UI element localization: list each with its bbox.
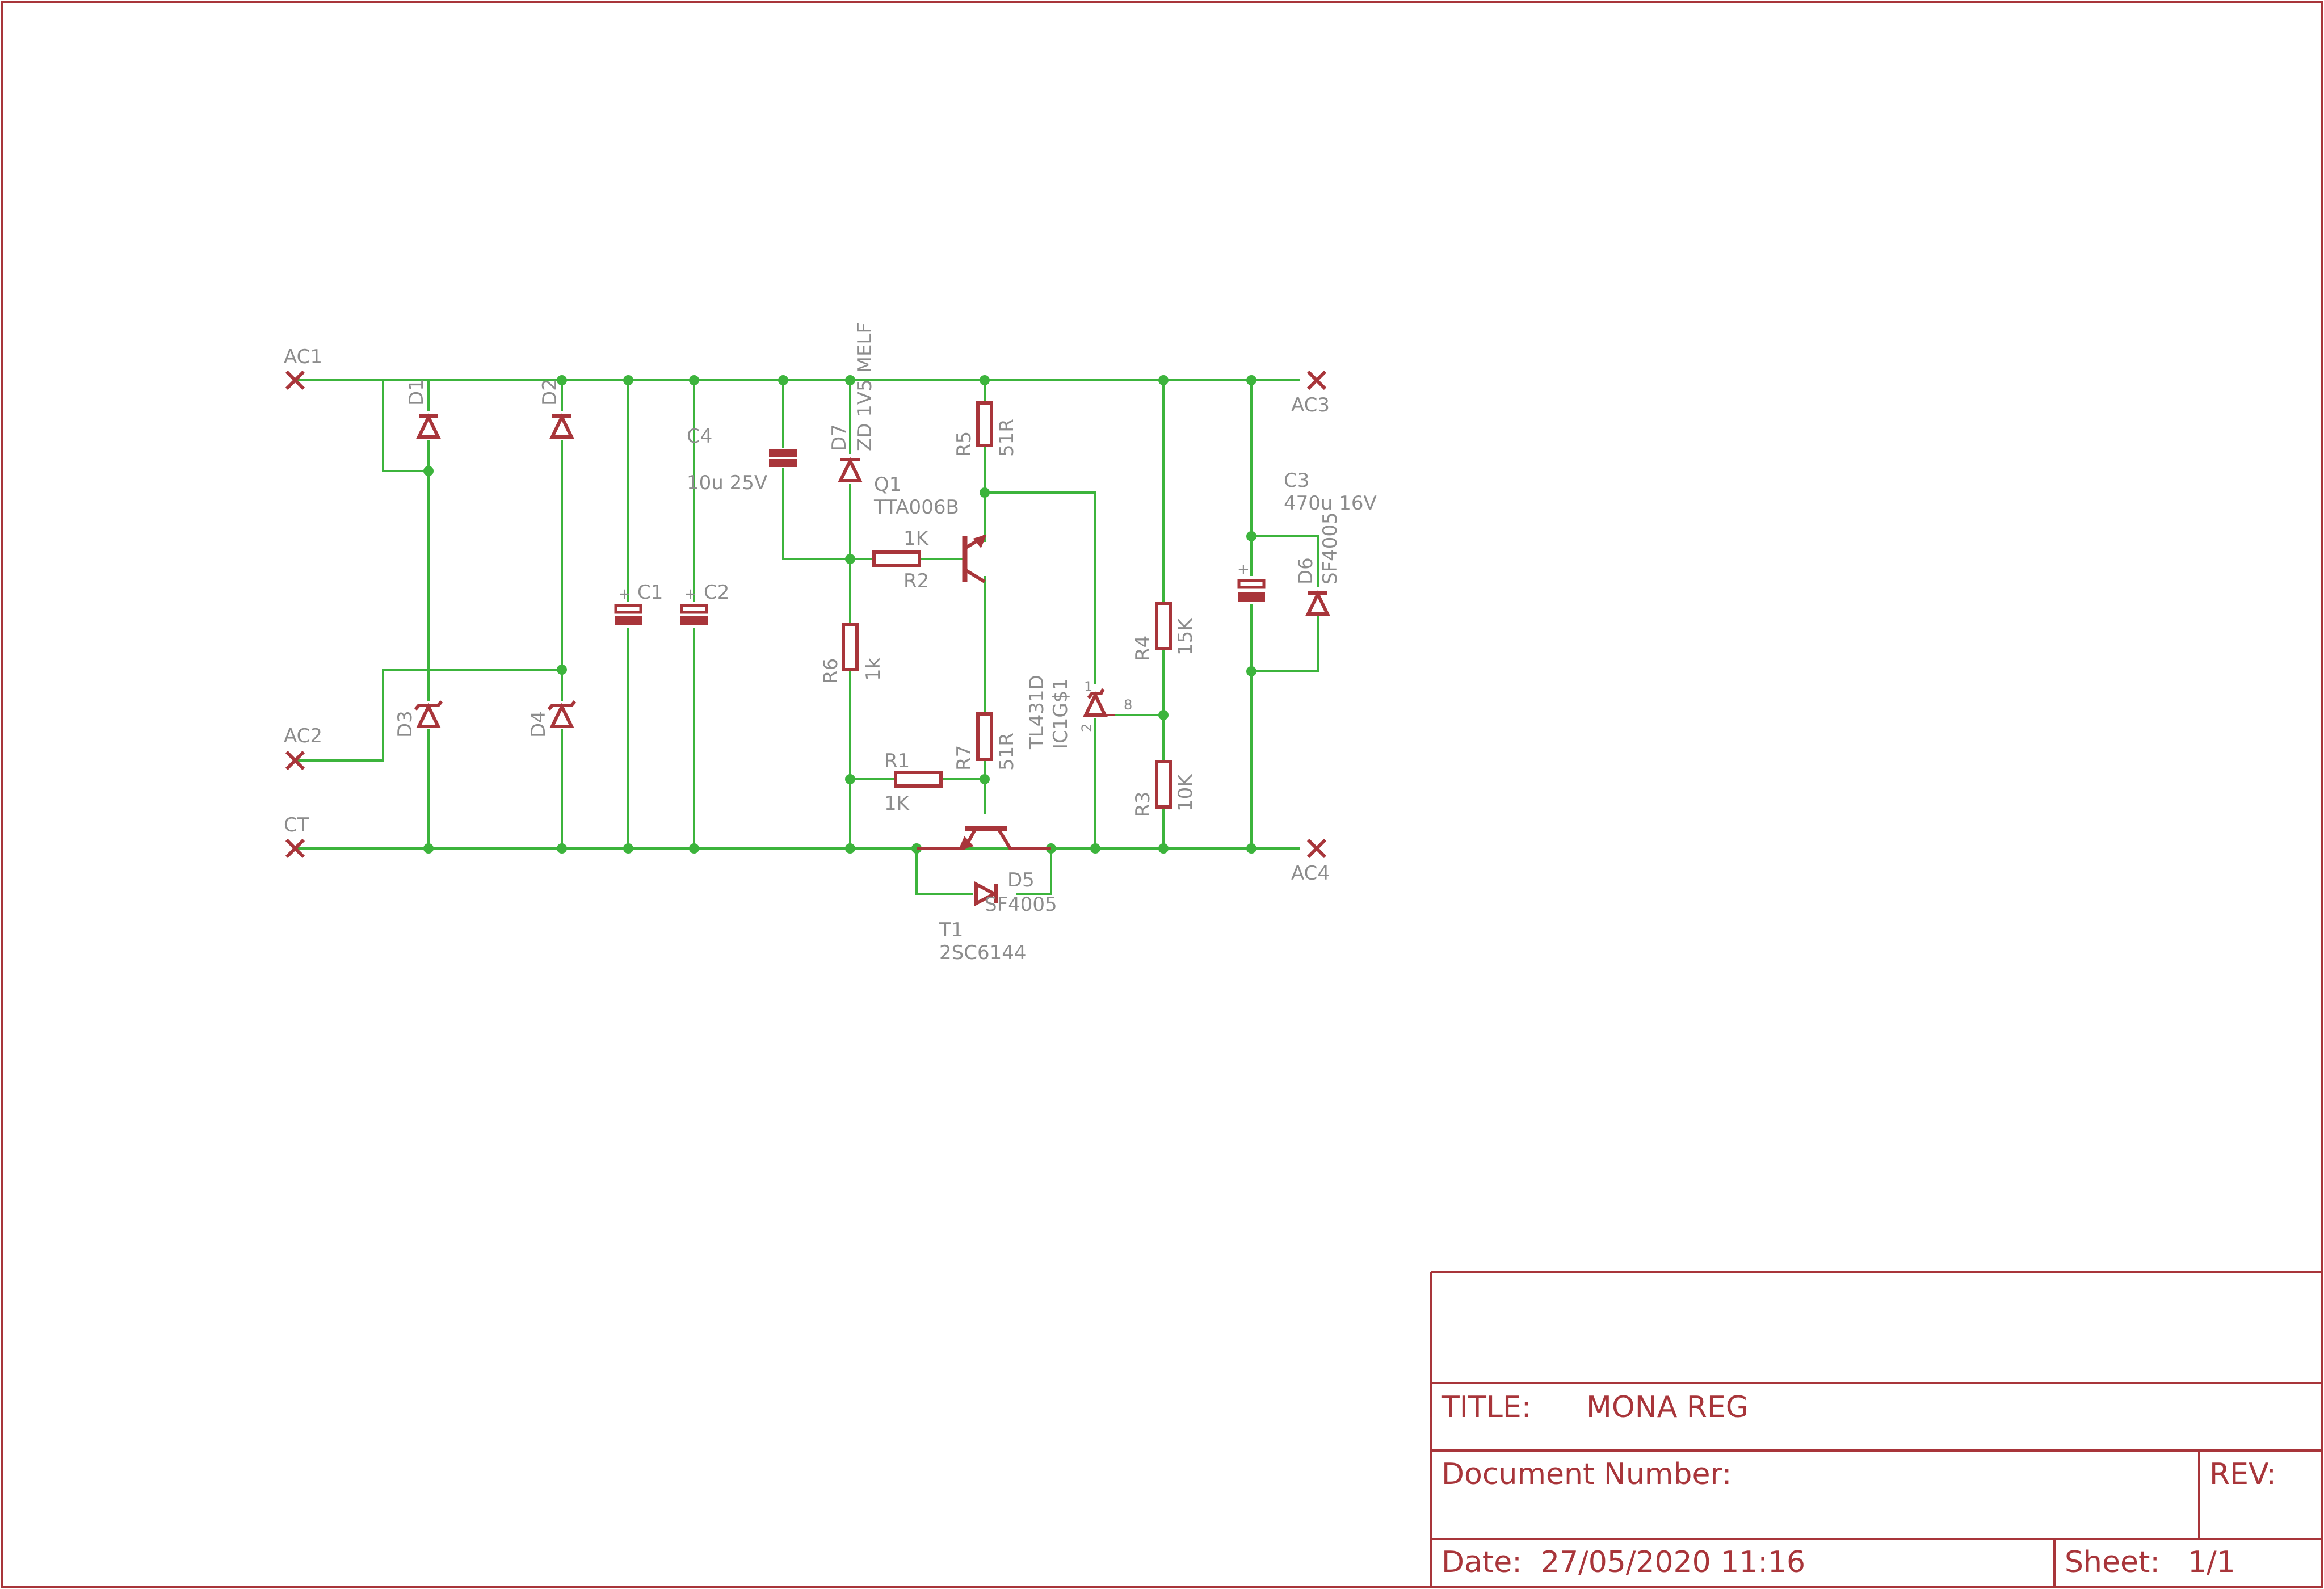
date-value: 27/05/2020 11:16 <box>1541 1545 1805 1579</box>
resistor-r1 <box>894 771 943 788</box>
zener-d7 <box>838 454 863 484</box>
port-ac2-marker <box>285 750 305 771</box>
title-value: MONA REG <box>1586 1390 1749 1424</box>
capacitor-c1 <box>613 602 644 628</box>
document-number-label: Document Number: <box>1442 1457 1732 1491</box>
capacitor-c3 <box>1236 576 1267 604</box>
transistor-q1 <box>962 534 987 583</box>
r1-value: 1K <box>884 792 910 815</box>
t1-label: T1 <box>939 919 963 941</box>
port-ac1-label: AC1 <box>284 346 322 368</box>
d7-label: D7 <box>828 424 851 451</box>
c4-value: 10u 25V <box>687 472 767 494</box>
ic1-pin8: 8 <box>1124 697 1132 713</box>
r2-value: 1K <box>903 527 930 550</box>
d5-value: SF4005 <box>985 893 1057 916</box>
c3-label: C3 <box>1284 469 1309 492</box>
port-ac3-label: AC3 <box>1291 394 1330 417</box>
r4-value: 15K <box>1174 617 1197 655</box>
c3-value: 470u 16V <box>1284 492 1377 515</box>
d4-label: D4 <box>527 711 550 738</box>
shunt-regulator-ic1 <box>1083 684 1115 718</box>
t1-value: 2SC6144 <box>939 941 1026 964</box>
r4-label: R4 <box>1132 636 1154 661</box>
c2-label: C2 <box>704 581 729 604</box>
diode-d5 <box>973 881 1016 906</box>
diode-d2 <box>549 411 574 440</box>
diode-d6 <box>1305 587 1330 616</box>
sheet-label: Sheet: <box>2065 1545 2160 1579</box>
transistor-t1 <box>917 826 1051 850</box>
title-block: TITLE: MONA REG Document Number: REV: Da… <box>1430 1271 2322 1587</box>
d2-label: D2 <box>539 379 561 406</box>
port-ct-marker <box>285 838 305 859</box>
r3-label: R3 <box>1132 792 1154 817</box>
c2-plus: + <box>684 586 697 603</box>
sheet-value: 1/1 <box>2188 1545 2235 1579</box>
rev-label: REV: <box>2209 1457 2276 1491</box>
c4-label: C4 <box>687 425 712 448</box>
d6-value: SF4005 <box>1319 512 1342 585</box>
port-ac4-marker <box>1306 838 1327 859</box>
r2-label: R2 <box>903 570 929 592</box>
d3-label: D3 <box>394 711 417 738</box>
r1-label: R1 <box>884 750 910 772</box>
ic1-value: TL431D <box>1026 675 1048 750</box>
r5-value: 51R <box>995 419 1018 457</box>
resistor-r5 <box>976 401 993 447</box>
resistor-r7 <box>976 712 993 761</box>
ic1-label: IC1G$1 <box>1049 678 1072 749</box>
port-ac3-marker <box>1306 370 1327 390</box>
port-ct-label: CT <box>284 814 309 836</box>
port-ac2-label: AC2 <box>284 725 322 747</box>
ic1-pin2: 2 <box>1079 724 1095 732</box>
title-label: TITLE: <box>1441 1390 1531 1424</box>
r3-value: 10K <box>1174 774 1197 812</box>
capacitor-c4 <box>767 448 799 468</box>
diode-d4 <box>547 700 577 729</box>
resistor-r3 <box>1155 760 1172 809</box>
resistor-r6 <box>842 623 859 671</box>
d5-label: D5 <box>1007 869 1035 892</box>
r5-label: R5 <box>953 431 976 457</box>
capacitor-c2 <box>679 602 709 628</box>
c1-label: C1 <box>637 581 663 604</box>
diode-d1 <box>416 411 441 440</box>
d7-value: ZD 1V5 MELF <box>854 322 876 451</box>
resistor-r2 <box>872 550 921 568</box>
date-label: Date: <box>1442 1545 1522 1579</box>
port-ac4-label: AC4 <box>1291 862 1330 885</box>
d1-label: D1 <box>405 379 428 406</box>
q1-label: Q1 <box>874 473 901 496</box>
port-ac1-marker <box>285 370 305 390</box>
ic1-pin1: 1 <box>1084 679 1092 695</box>
r7-value: 51R <box>995 733 1018 771</box>
q1-value: TTA006B <box>873 496 959 519</box>
r7-label: R7 <box>953 745 976 771</box>
c3-plus: + <box>1237 561 1250 578</box>
c1-plus: + <box>619 586 631 603</box>
resistor-r4 <box>1155 602 1172 650</box>
junctions <box>423 375 1256 854</box>
r6-label: R6 <box>820 658 842 684</box>
r6-value: 1k <box>862 657 885 681</box>
diode-d3 <box>414 700 443 729</box>
d6-label: D6 <box>1295 557 1317 585</box>
